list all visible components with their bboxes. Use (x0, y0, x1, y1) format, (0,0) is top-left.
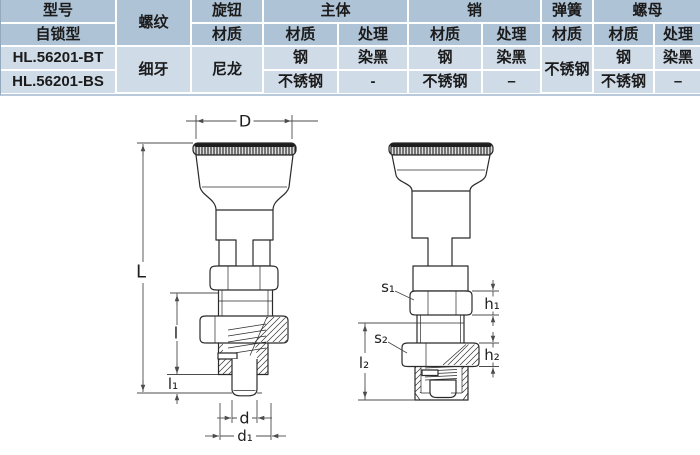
figure-retracted-view: s₁ s₂ h₁ h₂ l₂ (358, 142, 503, 401)
body-finish: 染黑 (338, 46, 410, 71)
dim-label-l: l (174, 324, 178, 343)
header-row-2: 自锁型 材质 材质 处理 材质 处理 材质 材质 处理 (1, 23, 700, 47)
stem (215, 209, 274, 241)
nut-material: 钢 (593, 46, 656, 71)
dim-label-D: D (239, 112, 251, 131)
section-hatch (254, 317, 287, 342)
col-header-thread: 螺纹 (116, 0, 192, 47)
dim-label-l2: l₂ (359, 354, 369, 372)
dimension-l2 (358, 322, 417, 401)
section-hatch (218, 343, 232, 375)
sleeve-top-block (412, 265, 469, 292)
upper-nut-facets (427, 291, 457, 315)
dim-label-d1: d₁ (237, 427, 253, 445)
col-header-body-finish: 处理 (338, 23, 410, 47)
model-number: HL.56201-BT (1, 46, 117, 71)
dim-label-h2: h₂ (484, 346, 500, 364)
col-header-knob: 旋钮 (191, 0, 264, 24)
body-material: 不锈钢 (263, 70, 339, 93)
header-row-1: 型号 螺纹 旋钮 主体 销 弹簧 螺母 (1, 0, 700, 47)
col-header-knob-material: 材质 (191, 23, 264, 47)
spec-table-wrapper: 型号 螺纹 旋钮 主体 销 弹簧 螺母 自锁型 材质 材质 处理 材质 处理 材… (0, 0, 700, 96)
section-hatch (415, 366, 468, 393)
leader-s1 (394, 290, 415, 301)
nut-finish: 染黑 (654, 46, 700, 71)
col-header-nut-finish: 处理 (654, 23, 700, 47)
knob-body (391, 154, 491, 192)
cutaway-line (442, 344, 467, 366)
dim-label-d: d (239, 409, 249, 428)
pin-material: 钢 (408, 46, 484, 71)
knob-top-edge (194, 143, 295, 147)
pin-finish: 染黑 (482, 46, 543, 71)
dim-label-l1: l₁ (168, 375, 178, 393)
knob-body (195, 154, 294, 211)
nut-material: 不锈钢 (593, 70, 656, 93)
dimension-h1 (472, 280, 503, 326)
dim-label-L: L (136, 262, 146, 283)
col-header-spring: 弹簧 (541, 0, 595, 24)
bushing-bottom-chamfers (414, 392, 469, 401)
bushing-inner-walls (420, 366, 463, 393)
leader-s2 (387, 341, 408, 354)
dimension-d (217, 400, 272, 426)
table-row: HL.56201-BT 细牙 尼龙 钢 染黑 钢 染黑 不锈钢 钢 染黑 (1, 46, 700, 94)
knob-top-edge (390, 143, 492, 147)
stem-slot-right (252, 239, 271, 267)
upper-hex-nut (209, 265, 279, 291)
col-header-body: 主体 (263, 0, 410, 24)
stem (411, 190, 471, 267)
col-header-spring-material: 材质 (541, 23, 595, 47)
plunger-pin-retracted (429, 379, 457, 399)
col-header-pin: 销 (408, 0, 543, 24)
thread-type: 细牙 (116, 46, 192, 94)
pin-material: 不锈钢 (408, 70, 484, 93)
body-material: 钢 (263, 46, 339, 71)
body-finish: - (338, 70, 410, 93)
section-hatch (443, 344, 479, 365)
thread-lines (218, 290, 273, 316)
thread-lines (417, 315, 464, 343)
pin-finish: – (482, 70, 543, 93)
technical-drawing: D L l l₁ d (136, 112, 503, 445)
dim-label-h1: h₁ (484, 295, 500, 313)
upper-hex-nut (409, 290, 473, 316)
spring-coils-compressed (424, 366, 458, 381)
col-header-nut-material: 材质 (593, 23, 656, 47)
bushing-walls (414, 365, 469, 401)
figure-extended-view: D L l l₁ d (136, 112, 318, 445)
col-header-self-lock: 自锁型 (1, 23, 117, 47)
pin-cross-tab (217, 352, 238, 360)
dim-label-s1: s₁ (381, 278, 395, 296)
knob-material: 尼龙 (191, 46, 264, 94)
upper-nut-facets (227, 266, 261, 290)
threaded-sleeve (416, 314, 465, 344)
model-number: HL.56201-BS (1, 70, 117, 93)
col-header-nut: 螺母 (593, 0, 700, 24)
stem-slot-left (218, 239, 237, 267)
cutaway-line (249, 316, 268, 356)
dimension-d1 (205, 403, 286, 444)
spring-coils (227, 323, 267, 355)
dimension-L (137, 142, 262, 394)
dimension-h2 (479, 332, 503, 378)
col-header-body-material: 材质 (263, 23, 339, 47)
section-hatch (254, 343, 268, 374)
threaded-sleeve (217, 289, 274, 317)
table-row: HL.56201-BS 不锈钢 - 不锈钢 – 不锈钢 – (1, 70, 700, 93)
dimension-D (186, 115, 318, 139)
col-header-model: 型号 (1, 0, 117, 24)
pin-cross-tab (421, 369, 439, 377)
dim-label-s2: s₂ (374, 329, 388, 347)
spring-material: 不锈钢 (541, 46, 595, 94)
col-header-pin-finish: 处理 (482, 23, 543, 47)
nut-finish: – (654, 70, 700, 93)
plunger-pin (231, 359, 258, 397)
col-header-pin-material: 材质 (408, 23, 484, 47)
spec-table: 型号 螺纹 旋钮 主体 销 弹簧 螺母 自锁型 材质 材质 处理 材质 处理 材… (1, 0, 700, 94)
